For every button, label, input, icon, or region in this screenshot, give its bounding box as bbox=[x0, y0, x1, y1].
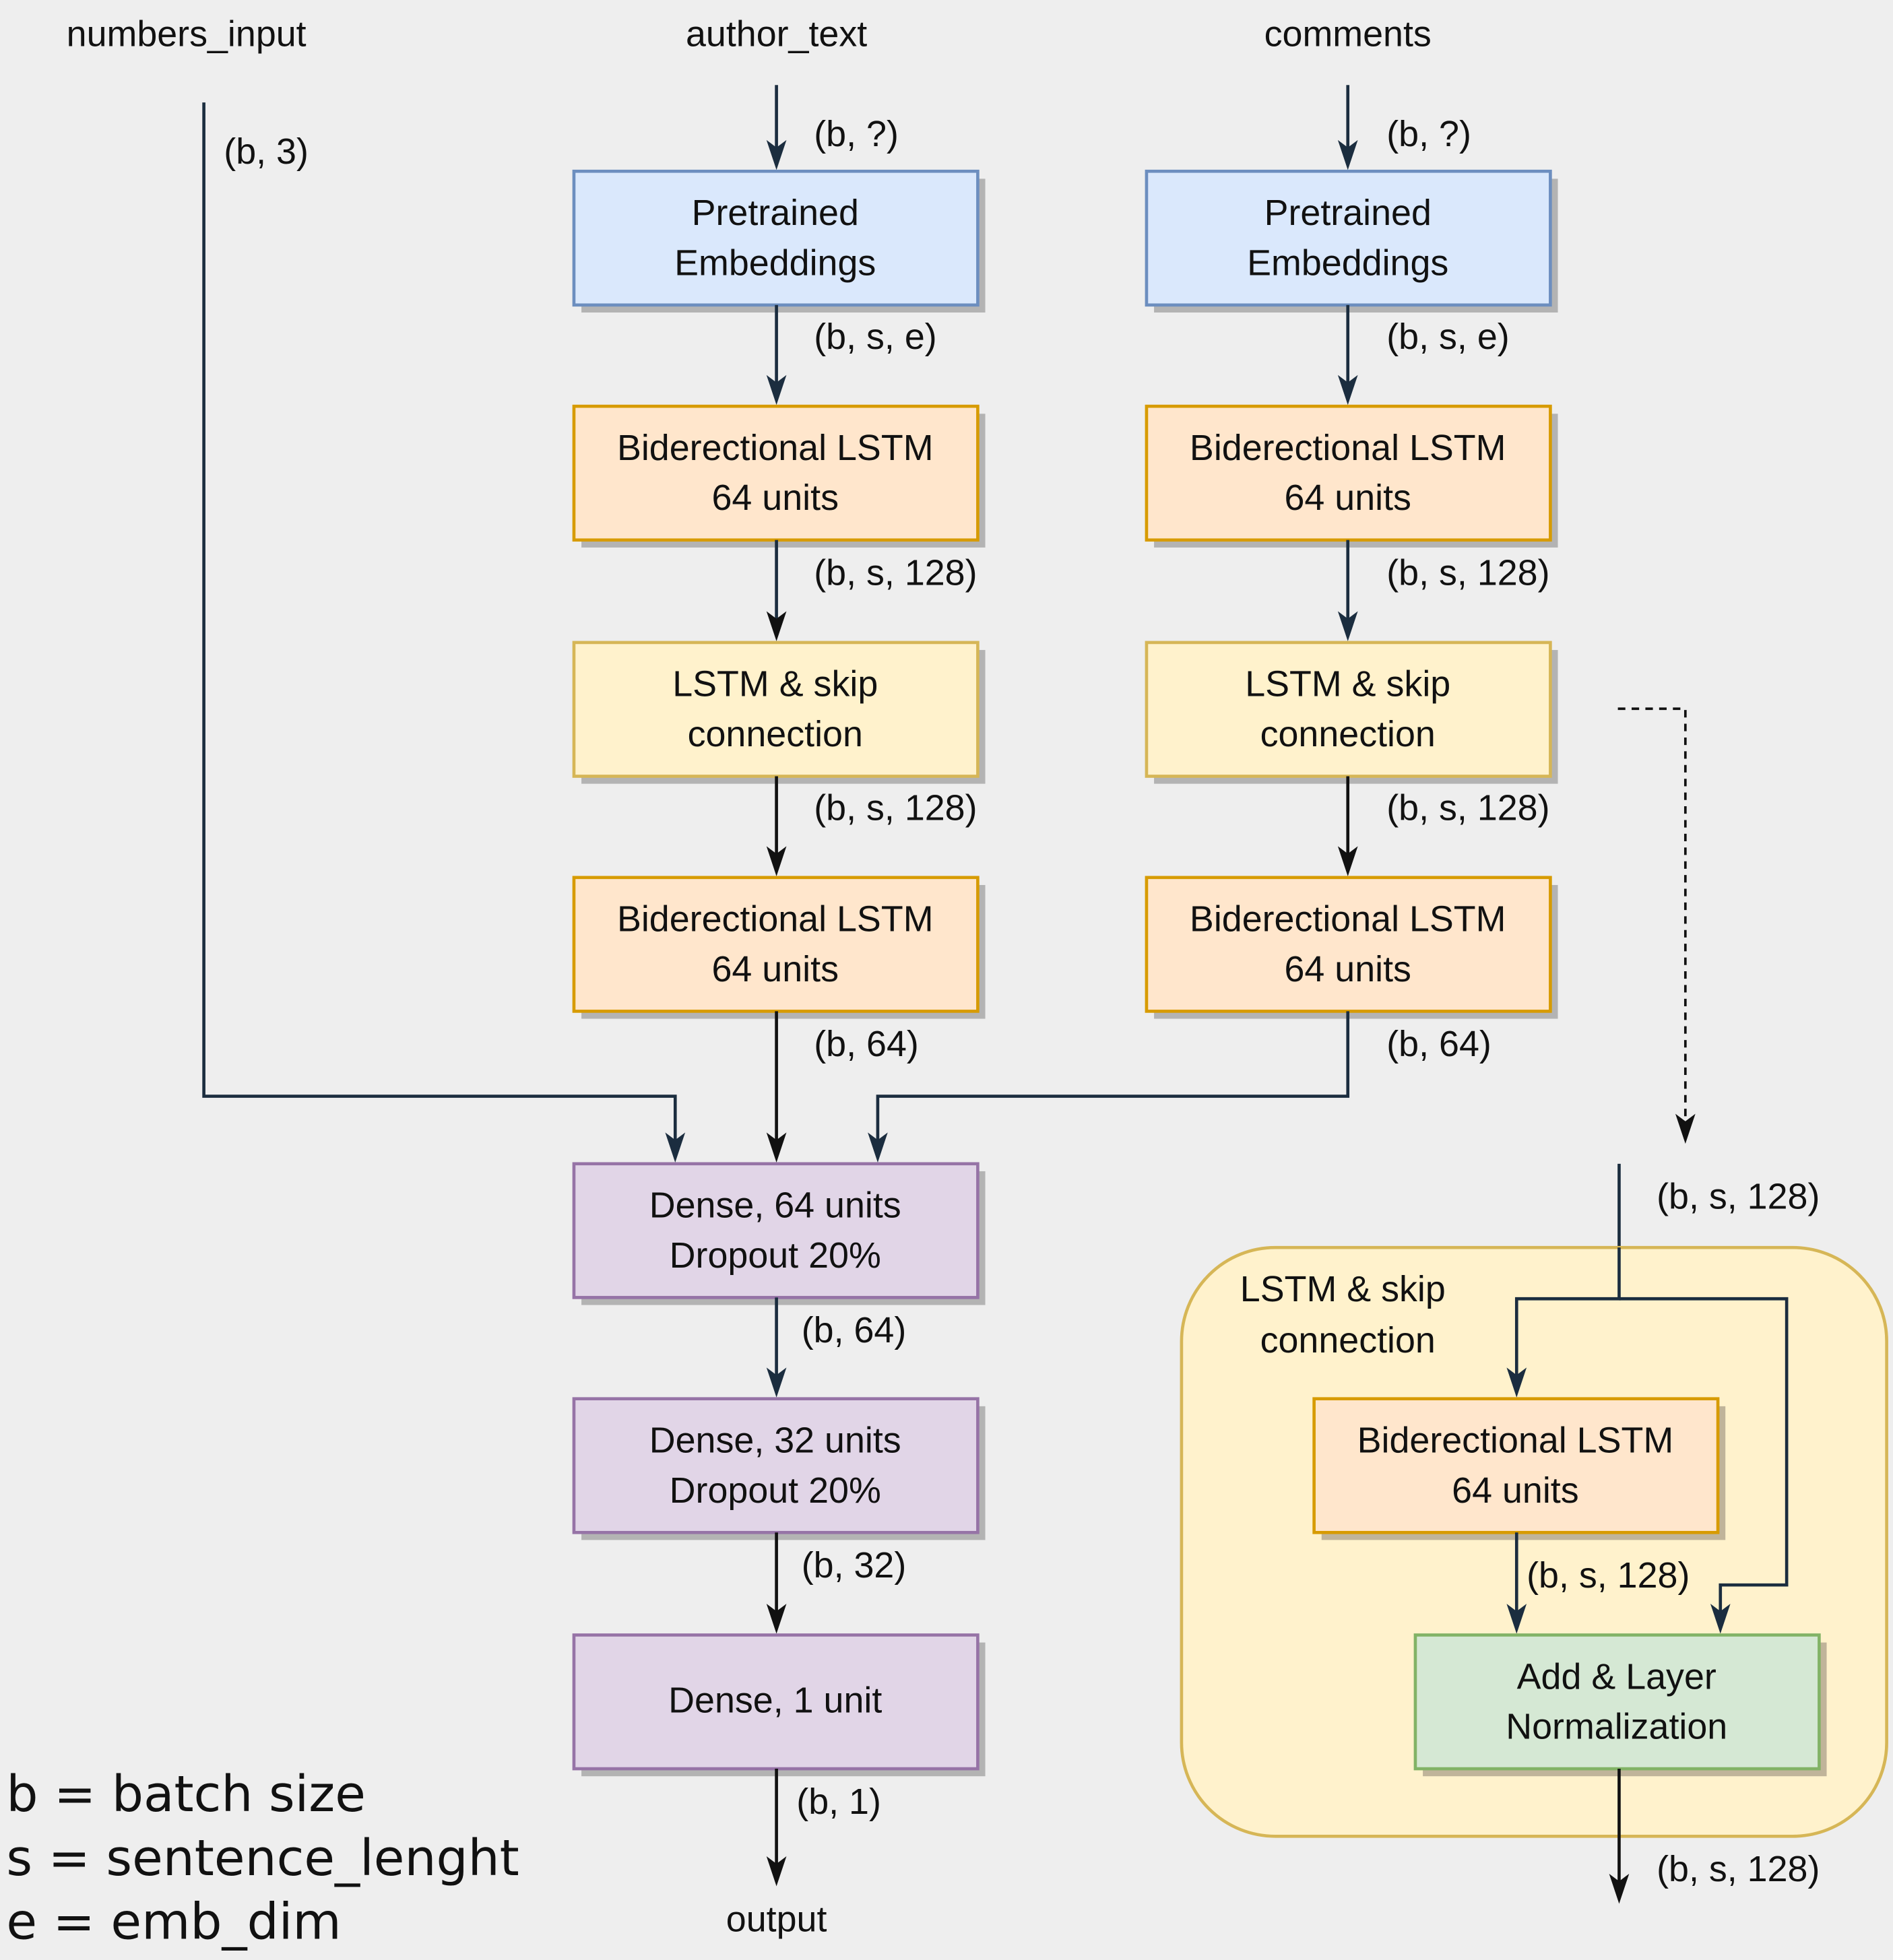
comments-bilstm2-line1: Biderectional LSTM bbox=[1190, 899, 1506, 940]
detail-bilstm-line2: 64 units bbox=[1452, 1470, 1578, 1511]
dense3-node[interactable] bbox=[572, 1633, 980, 1771]
author-embedding-line1: Pretrained bbox=[692, 193, 859, 233]
comments-skip-line1: LSTM & skip bbox=[1245, 664, 1450, 705]
comments-bilstm1-line2: 64 units bbox=[1284, 478, 1411, 518]
shape-comments-4: (b, 64) bbox=[1386, 1024, 1491, 1064]
arrowhead-icon bbox=[1609, 1873, 1630, 1904]
input-numbers-label: numbers_input bbox=[67, 14, 307, 55]
author-bilstm1-line2: 64 units bbox=[712, 478, 839, 518]
shape-author-0: (b, ?) bbox=[814, 114, 899, 154]
dense1-line2: Dropout 20% bbox=[670, 1235, 881, 1276]
detail-addnorm-line2: Normalization bbox=[1506, 1707, 1727, 1747]
shape-head-1: (b, 32) bbox=[802, 1545, 907, 1586]
shape-numbers: (b, 3) bbox=[224, 131, 309, 172]
arrowhead-icon bbox=[766, 1367, 787, 1398]
detail-title-line1: LSTM & skip bbox=[1240, 1269, 1446, 1309]
author-skip-line1: LSTM & skip bbox=[672, 664, 878, 705]
shape-comments-3: (b, s, 128) bbox=[1386, 787, 1549, 828]
detail-inner-shape: (b, s, 128) bbox=[1527, 1555, 1690, 1596]
detail-title-line2: connection bbox=[1260, 1320, 1436, 1361]
author-bilstm1-node[interactable] bbox=[572, 404, 980, 542]
shape-author-4: (b, 64) bbox=[814, 1024, 919, 1064]
dense2-node[interactable] bbox=[572, 1397, 980, 1534]
shape-author-3: (b, s, 128) bbox=[814, 787, 977, 828]
shape-author-2: (b, s, 128) bbox=[814, 553, 977, 593]
author-skip-node[interactable] bbox=[572, 641, 980, 778]
edge-detail-skip bbox=[1619, 1297, 1789, 1619]
shape-comments-1: (b, s, e) bbox=[1386, 317, 1509, 357]
arrowhead-icon bbox=[766, 846, 787, 876]
arrowhead-icon bbox=[766, 1132, 787, 1163]
author-bilstm2-line1: Biderectional LSTM bbox=[617, 899, 934, 940]
input-author-label: author_text bbox=[686, 14, 867, 55]
output-label: output bbox=[726, 1899, 827, 1939]
arrowhead-icon bbox=[1506, 1604, 1527, 1634]
dense1-node[interactable] bbox=[572, 1162, 980, 1299]
comments-skip-node[interactable] bbox=[1145, 641, 1552, 778]
arrowhead-icon bbox=[766, 1604, 787, 1634]
edge-numbers-to-dense bbox=[202, 102, 677, 1148]
comments-skip-line2: connection bbox=[1260, 714, 1436, 754]
arrowhead-icon bbox=[1337, 139, 1358, 170]
arrowhead-icon bbox=[1506, 1367, 1527, 1398]
comments-embedding-node[interactable] bbox=[1145, 169, 1552, 307]
detail-input-shape: (b, s, 128) bbox=[1657, 1177, 1820, 1217]
detail-addnorm-node[interactable] bbox=[1413, 1633, 1821, 1771]
arrowhead-icon bbox=[766, 1856, 787, 1887]
author-bilstm2-line2: 64 units bbox=[712, 949, 839, 989]
arrowhead-icon bbox=[665, 1132, 686, 1163]
dense1-line1: Dense, 64 units bbox=[649, 1185, 901, 1226]
arrowhead-icon bbox=[1337, 374, 1358, 405]
arrowhead-icon bbox=[766, 139, 787, 170]
arrowhead-icon bbox=[766, 374, 787, 405]
edge-detail-to-bilstm bbox=[1514, 1247, 1621, 1383]
arrowhead-icon bbox=[868, 1132, 888, 1163]
input-comments-label: comments bbox=[1264, 14, 1432, 55]
arrowhead-icon bbox=[1337, 611, 1358, 642]
shape-comments-2: (b, s, 128) bbox=[1386, 553, 1549, 593]
comments-bilstm1-line1: Biderectional LSTM bbox=[1190, 428, 1506, 468]
arrowhead-icon bbox=[1337, 846, 1358, 876]
comments-embedding-line1: Pretrained bbox=[1264, 193, 1432, 233]
detail-pointer-dashed bbox=[1617, 707, 1687, 1129]
edge-comments-to-dense bbox=[876, 1011, 1350, 1148]
author-embedding-line2: Embeddings bbox=[674, 242, 876, 283]
comments-bilstm2-line2: 64 units bbox=[1284, 949, 1411, 989]
comments-bilstm2-node[interactable] bbox=[1145, 876, 1552, 1013]
shape-head-2: (b, 1) bbox=[796, 1782, 881, 1822]
dense3-label: Dense, 1 unit bbox=[668, 1680, 882, 1721]
legend-s: s = sentence_lenght bbox=[6, 1829, 519, 1887]
detail-output-shape: (b, s, 128) bbox=[1657, 1849, 1820, 1889]
arrowhead-icon bbox=[1675, 1113, 1696, 1144]
legend-e: e = emb_dim bbox=[6, 1892, 341, 1951]
detail-bilstm-line1: Biderectional LSTM bbox=[1357, 1420, 1674, 1461]
shape-author-1: (b, s, e) bbox=[814, 317, 936, 357]
detail-bilstm-node[interactable] bbox=[1312, 1397, 1720, 1534]
arrowhead-icon bbox=[766, 611, 787, 642]
dense2-line1: Dense, 32 units bbox=[649, 1420, 901, 1461]
author-skip-line2: connection bbox=[688, 714, 863, 754]
arrowhead-icon bbox=[1710, 1604, 1731, 1634]
legend-b: b = batch size bbox=[6, 1765, 366, 1823]
detail-addnorm-line1: Add & Layer bbox=[1517, 1656, 1716, 1697]
comments-bilstm1-node[interactable] bbox=[1145, 404, 1552, 542]
comments-embedding-line2: Embeddings bbox=[1247, 242, 1448, 283]
author-embedding-node[interactable] bbox=[572, 169, 980, 307]
dense2-line2: Dropout 20% bbox=[670, 1470, 881, 1511]
author-bilstm1-line1: Biderectional LSTM bbox=[617, 428, 934, 468]
shape-comments-0: (b, ?) bbox=[1386, 114, 1471, 154]
author-bilstm2-node[interactable] bbox=[572, 876, 980, 1013]
shape-head-0: (b, 64) bbox=[802, 1310, 907, 1350]
